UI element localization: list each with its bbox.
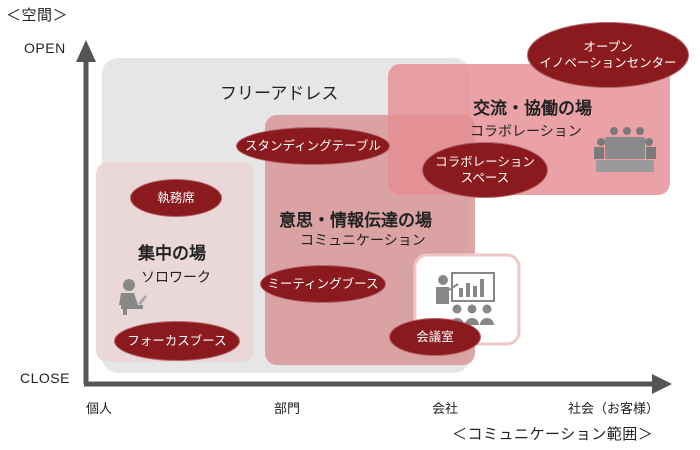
standing-table-pill: スタンディングテーブル xyxy=(236,127,390,165)
free-address-title: フリーアドレス xyxy=(220,84,339,104)
info-region-title: 意思・情報伝達の場 xyxy=(279,211,432,231)
collab-space-line2: スペース xyxy=(460,170,510,185)
open-innovation-line1: オープン xyxy=(583,38,633,54)
focus-region-subtitle: ソロワーク xyxy=(141,270,211,286)
meeting-room-pill: 会議室 xyxy=(389,318,481,356)
x-tick-company: 会社 xyxy=(432,402,459,417)
meeting-booth-label: ミーティングブース xyxy=(267,275,379,291)
focus-region xyxy=(96,162,254,362)
x-tick-individual: 個人 xyxy=(86,402,113,417)
focus-region-title: 集中の場 xyxy=(138,244,206,264)
y-axis-title: ＜空間＞ xyxy=(6,6,69,24)
open-innovation-center-pill: オープン イノベーションセンター xyxy=(527,22,689,88)
meeting-table-icon xyxy=(594,127,656,172)
collab-space-line1: コラボレーション xyxy=(435,153,535,169)
open-innovation-line2: イノベーションセンター xyxy=(539,55,677,70)
desk-pill: 執務席 xyxy=(130,179,222,217)
collab-region-subtitle: コラボレーション xyxy=(470,124,582,140)
x-tick-department: 部門 xyxy=(274,402,301,417)
focus-booth-pill: フォーカスブース xyxy=(114,321,240,361)
focus-booth-label: フォーカスブース xyxy=(127,332,227,348)
info-region-subtitle: コミュニケーション xyxy=(300,233,426,249)
solo-work-icon xyxy=(119,279,147,315)
y-axis-open-label: OPEN xyxy=(24,40,66,56)
collab-space-pill: コラボレーション スペース xyxy=(422,142,548,198)
y-axis-close-label: CLOSE xyxy=(20,370,70,386)
desk-label: 執務席 xyxy=(157,189,195,205)
meeting-room-label: 会議室 xyxy=(416,328,454,344)
x-axis-title: ＜コミュニケーション範囲＞ xyxy=(452,425,654,443)
x-axis-arrow xyxy=(652,374,672,394)
standing-table-label: スタンディングテーブル xyxy=(245,137,381,153)
collab-region-title: 交流・協働の場 xyxy=(473,99,592,119)
x-tick-society: 社会（お客様） xyxy=(568,402,660,417)
y-axis-arrow xyxy=(76,40,96,62)
meeting-booth-pill: ミーティングブース xyxy=(260,265,386,303)
